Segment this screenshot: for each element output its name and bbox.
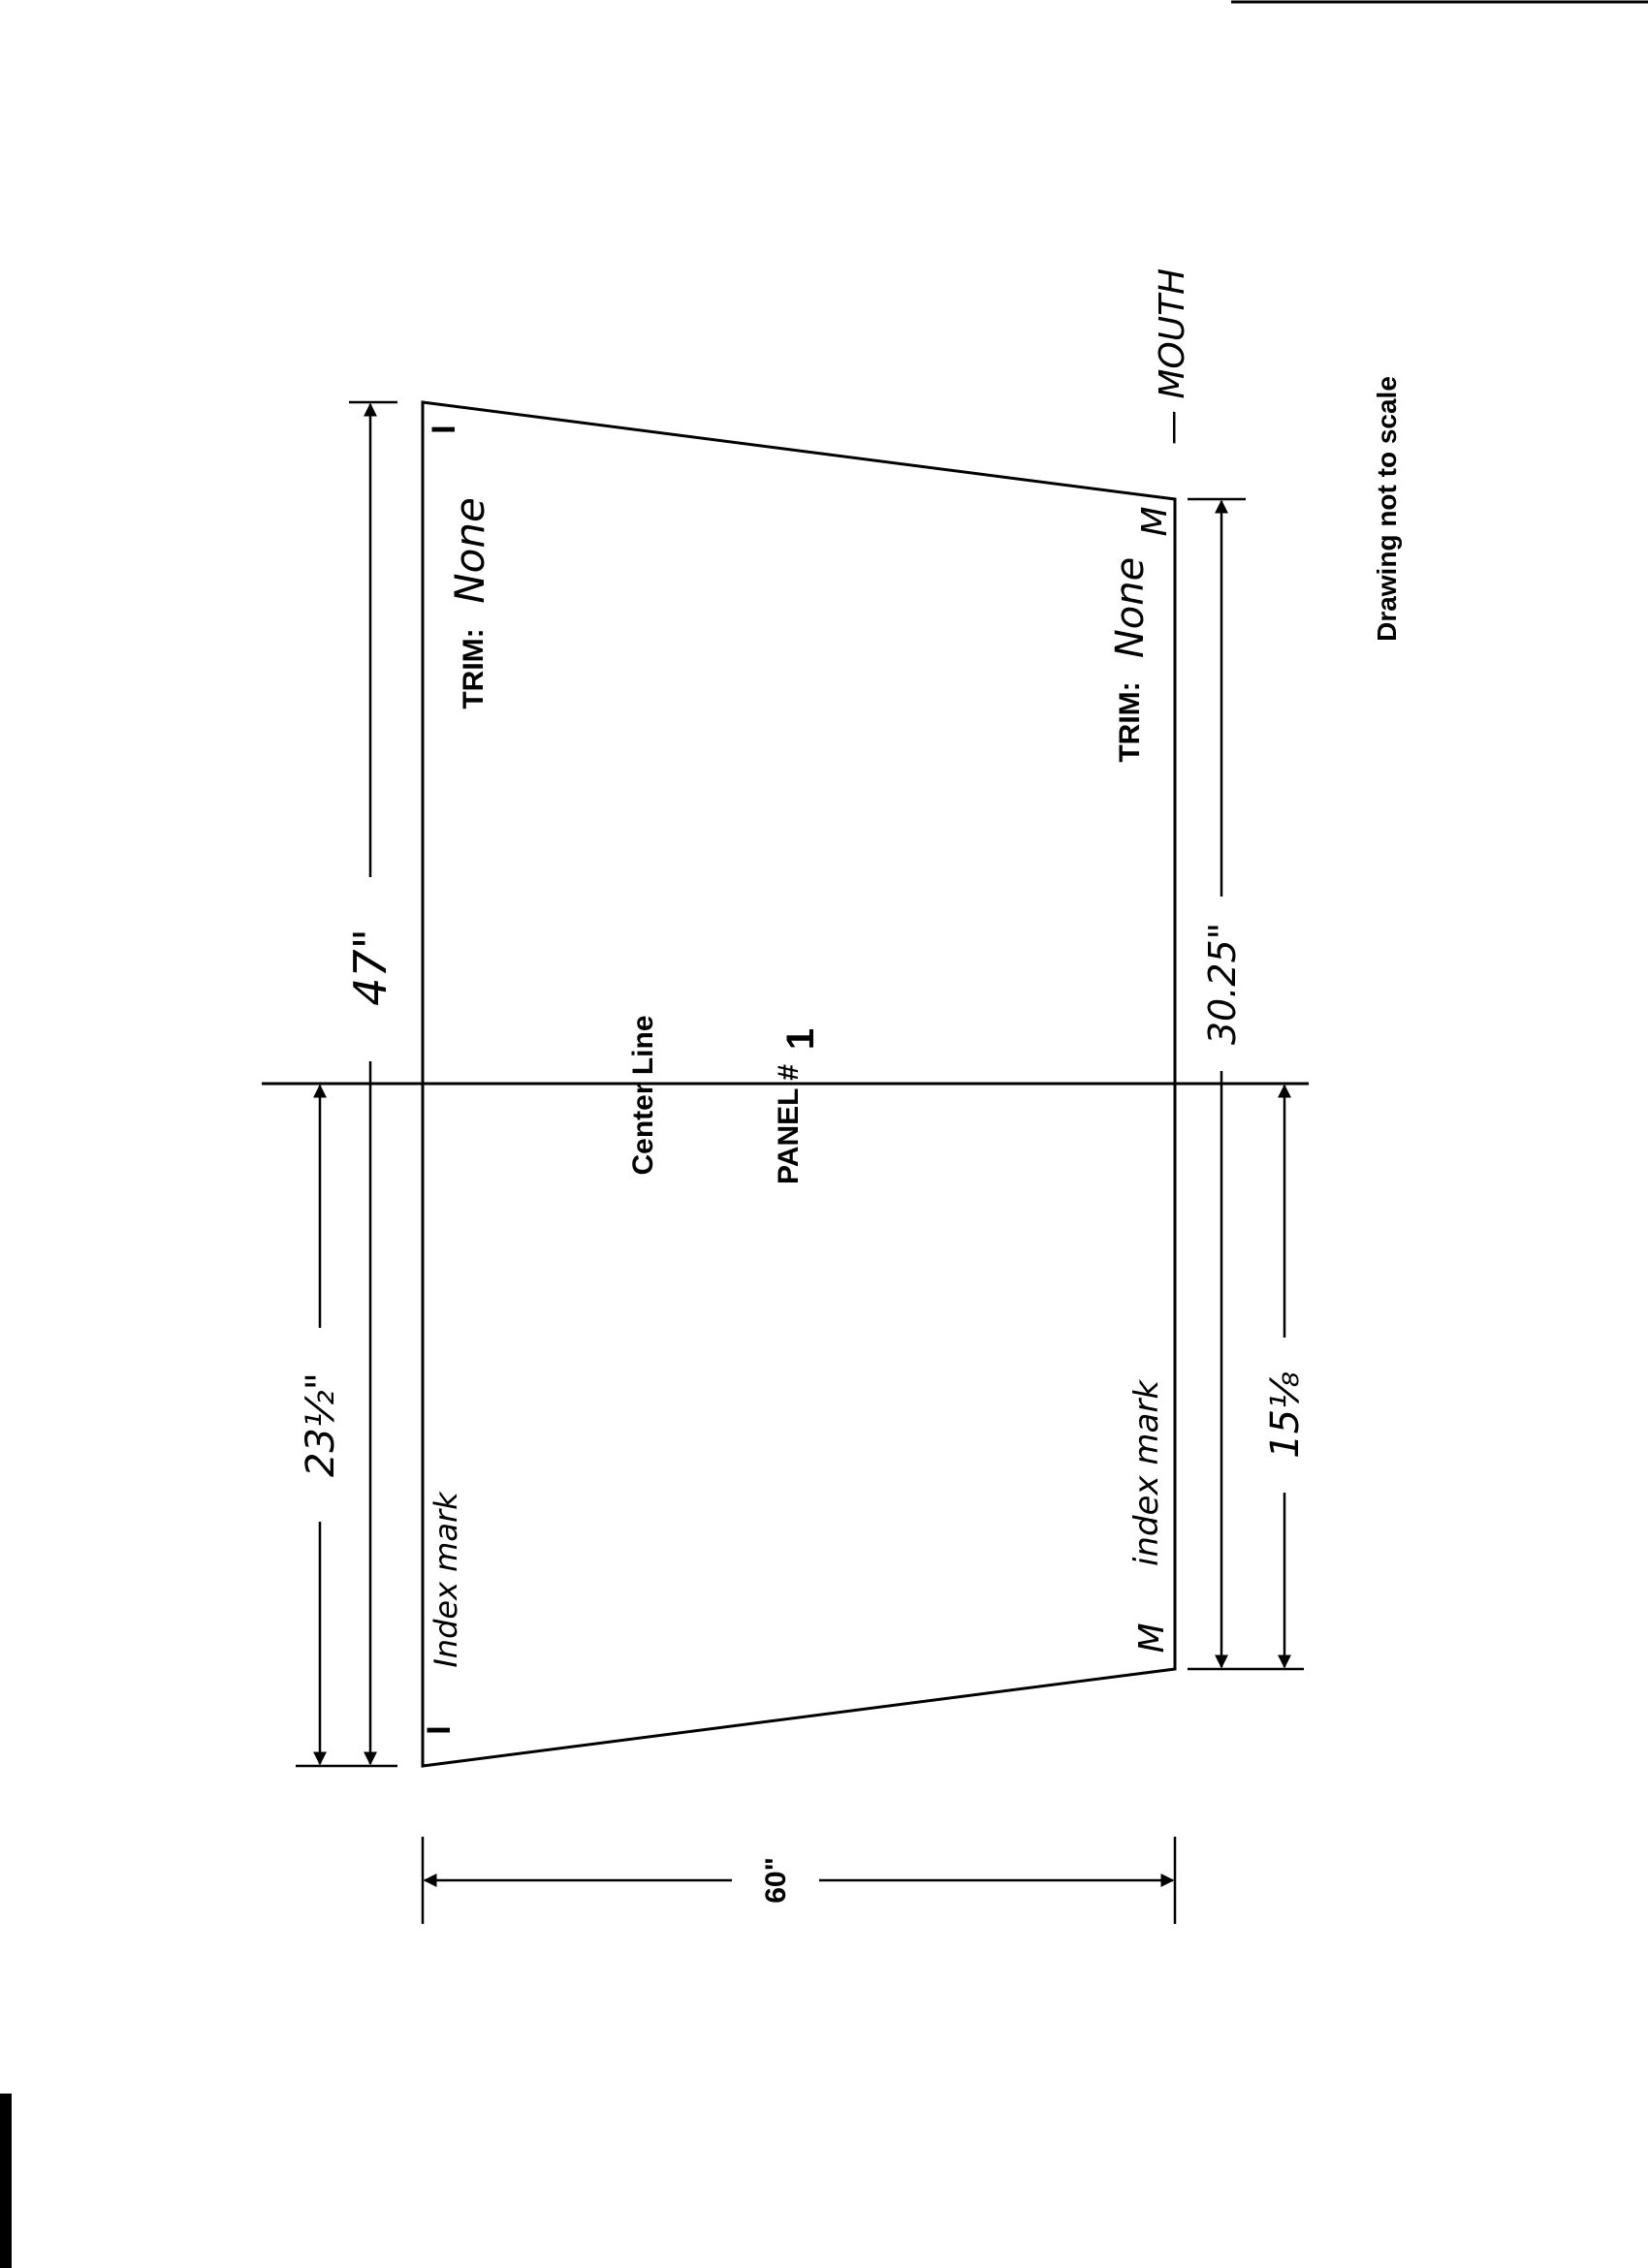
left-half-dimension: 23½" — [299, 1372, 343, 1477]
length-dimension: 60" — [760, 1857, 792, 1904]
corner-mark-top-right: M — [1135, 506, 1175, 536]
panel-label: PANEL # — [773, 1064, 805, 1184]
right-total-dimension: 30.25" — [1201, 923, 1244, 1045]
corner-mark-bottom-right: M — [1132, 1622, 1172, 1653]
trim-top-prefix: TRIM: — [458, 628, 490, 709]
trim-top-value: None — [446, 497, 493, 604]
trim-bottom-value: None — [1108, 557, 1153, 658]
center-line-label: Center Line — [627, 1015, 659, 1175]
index-mark-left: Index mark — [428, 1491, 464, 1668]
left-total-dimension: 47" — [344, 929, 396, 1006]
corner-mark-top-left: I — [426, 425, 462, 433]
mouth-label: — MOUTH — [1153, 268, 1192, 445]
index-mark-right: index mark — [1127, 1379, 1166, 1566]
right-half-dimension: 15⅛ — [1263, 1371, 1308, 1459]
trim-bottom-prefix: TRIM: — [1114, 681, 1146, 762]
scan-edge-bar — [0, 2094, 12, 2268]
panel-outline — [421, 400, 1177, 1768]
corner-mark-bottom-left: I — [421, 1725, 458, 1734]
panel-number: 1 — [779, 1028, 822, 1050]
scale-note: Drawing not to scale — [1372, 376, 1402, 642]
